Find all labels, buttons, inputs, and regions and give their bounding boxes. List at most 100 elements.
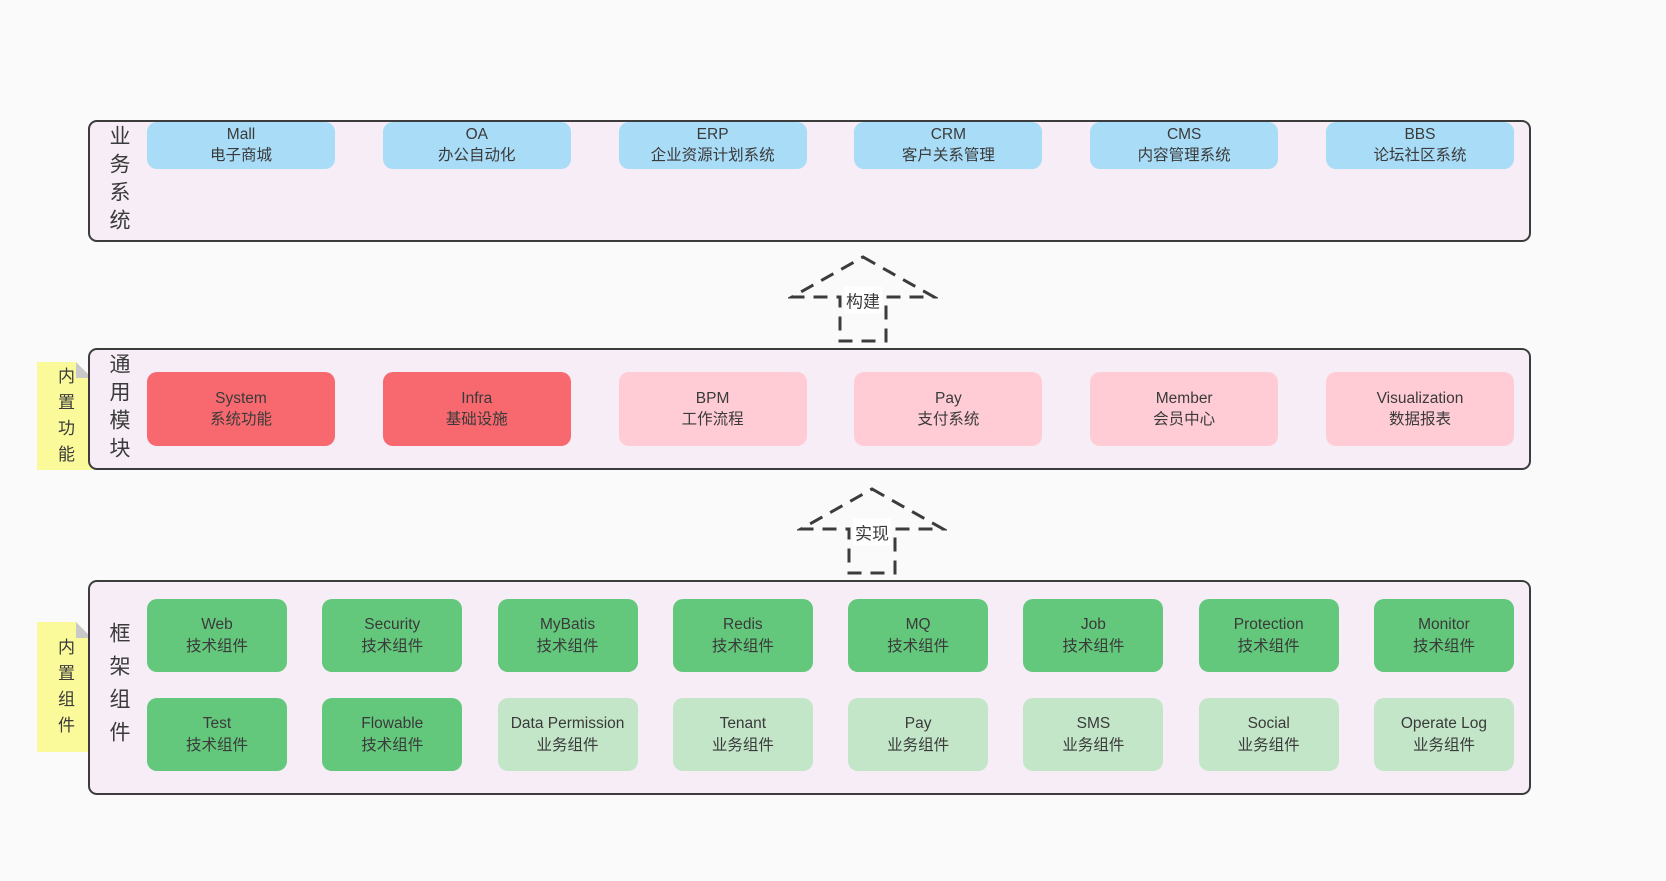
box-title: SMS — [1076, 715, 1111, 733]
box-sms: SMS 业务组件 — [1023, 698, 1164, 771]
box-visualization: Visualization 数据报表 — [1325, 372, 1514, 446]
implement-arrow-label: 实现 — [853, 518, 891, 546]
box-protection: Protection 技术组件 — [1198, 599, 1339, 672]
box-title: Security — [364, 616, 421, 634]
layer-label-framework-components: 框架组件 — [107, 621, 130, 754]
box-mybatis: MyBatis 技术组件 — [497, 599, 638, 672]
box-title: Job — [1080, 616, 1106, 634]
box-subtitle: 技术组件 — [185, 736, 248, 754]
box-redis: Redis 技术组件 — [672, 599, 813, 672]
build-arrow-label: 构建 — [844, 286, 882, 314]
box-title: Member — [1155, 389, 1213, 407]
box-title: ERP — [696, 126, 729, 143]
framework-components-row-1: Web 技术组件 Security 技术组件 MyBatis 技术组件 Redis 技术… — [147, 599, 1514, 672]
layer-business-systems: 业务系统 Mall 电子商城 OA 办公自动化 ERP 企业资源计划系统 CRM 客户关… — [88, 120, 1531, 242]
box-subtitle: 支付系统 — [917, 411, 980, 428]
box-subtitle: 技术组件 — [361, 736, 424, 754]
box-subtitle: 办公自动化 — [438, 147, 516, 165]
box-title: Data Permission — [510, 715, 625, 733]
box-member: Member 会员中心 — [1090, 372, 1279, 446]
layer-label-business-systems: 业务系统 — [107, 125, 130, 237]
box-title: Redis — [723, 616, 763, 634]
box-bbs: BBS 论坛社区系统 — [1325, 122, 1514, 169]
box-erp: ERP 企业资源计划系统 — [618, 122, 807, 169]
box-title: Visualization — [1376, 389, 1464, 407]
build-arrow-icon: 构建 — [788, 254, 938, 344]
layer-common-modules: 通用模块 System 系统功能 Infra 基础设施 BPM 工作流程 Pay 支付系… — [88, 348, 1531, 470]
box-bpm: BPM 工作流程 — [618, 372, 807, 446]
box-pay: Pay 支付系统 — [854, 372, 1043, 446]
box-test: Test 技术组件 — [147, 698, 287, 771]
box-title: Mall — [226, 126, 256, 143]
built-in-features-note: 内置功能 — [37, 362, 92, 470]
box-monitor: Monitor 技术组件 — [1373, 599, 1514, 672]
box-job: Job 技术组件 — [1023, 599, 1164, 672]
box-infra: Infra 基础设施 — [382, 372, 571, 446]
box-operate-log: Operate Log 业务组件 — [1373, 698, 1514, 771]
box-oa: OA 办公自动化 — [382, 122, 571, 169]
implement-arrow-icon: 实现 — [797, 486, 947, 576]
box-subtitle: 业务组件 — [887, 736, 950, 754]
box-subtitle: 技术组件 — [711, 637, 774, 655]
box-title: Web — [201, 616, 233, 634]
box-subtitle: 内容管理系统 — [1137, 147, 1231, 165]
layer-framework-components: 框架组件 Web 技术组件 Security 技术组件 MyBatis 技术组件 Re… — [88, 580, 1531, 795]
box-title: MQ — [905, 616, 931, 634]
box-subtitle: 业务组件 — [711, 736, 774, 754]
box-title: Protection — [1233, 616, 1304, 634]
box-subtitle: 技术组件 — [1412, 637, 1475, 655]
box-tenant: Tenant 业务组件 — [672, 698, 813, 771]
box-subtitle: 数据报表 — [1388, 411, 1451, 428]
box-crm: CRM 客户关系管理 — [854, 122, 1043, 169]
box-title: Social — [1247, 715, 1290, 733]
box-subtitle: 企业资源计划系统 — [650, 147, 775, 165]
box-title: Tenant — [719, 715, 767, 733]
box-subtitle: 技术组件 — [887, 637, 950, 655]
business-systems-row: Mall 电子商城 OA 办公自动化 ERP 企业资源计划系统 CRM 客户关系管理 C… — [147, 122, 1514, 169]
box-title: MyBatis — [540, 616, 596, 634]
box-subtitle: 工作流程 — [681, 411, 744, 428]
box-subtitle: 技术组件 — [1237, 637, 1300, 655]
box-subtitle: 系统功能 — [209, 411, 272, 428]
box-subtitle: 会员中心 — [1153, 411, 1216, 428]
box-subtitle: 技术组件 — [361, 637, 424, 655]
note-label: 内置功能 — [55, 367, 74, 471]
box-title: Monitor — [1418, 616, 1470, 634]
box-subtitle: 技术组件 — [1062, 637, 1125, 655]
box-title: Pay — [935, 389, 962, 407]
box-title: CRM — [930, 126, 967, 143]
box-subtitle: 基础设施 — [445, 411, 508, 428]
box-title: Pay — [904, 715, 932, 733]
box-title: Infra — [461, 389, 493, 407]
box-subtitle: 业务组件 — [1062, 736, 1125, 754]
box-title: OA — [465, 126, 488, 143]
box-cms: CMS 内容管理系统 — [1090, 122, 1279, 169]
box-subtitle: 业务组件 — [1412, 736, 1475, 754]
box-title: Test — [202, 715, 232, 733]
box-subtitle: 客户关系管理 — [901, 147, 995, 165]
box-subtitle: 论坛社区系统 — [1373, 147, 1467, 165]
box-title: BBS — [1404, 126, 1436, 143]
box-subtitle: 电子商城 — [209, 147, 272, 165]
common-modules-row: System 系统功能 Infra 基础设施 BPM 工作流程 Pay 支付系统 Mem… — [147, 372, 1514, 446]
box-system: System 系统功能 — [147, 372, 335, 446]
box-web: Web 技术组件 — [147, 599, 287, 672]
box-title: Flowable — [361, 715, 424, 733]
box-security: Security 技术组件 — [322, 599, 463, 672]
box-title: System — [215, 389, 267, 407]
box-subtitle: 技术组件 — [185, 637, 248, 655]
box-subtitle: 技术组件 — [536, 637, 599, 655]
box-mall: Mall 电子商城 — [147, 122, 335, 169]
box-title: BPM — [695, 389, 730, 407]
box-flowable: Flowable 技术组件 — [322, 698, 463, 771]
box-pay-component: Pay 业务组件 — [848, 698, 989, 771]
box-mq: MQ 技术组件 — [848, 599, 989, 672]
built-in-components-note: 内置组件 — [37, 622, 92, 752]
layer-label-common-modules: 通用模块 — [107, 353, 130, 465]
box-title: CMS — [1166, 126, 1202, 143]
box-title: Operate Log — [1400, 715, 1488, 733]
